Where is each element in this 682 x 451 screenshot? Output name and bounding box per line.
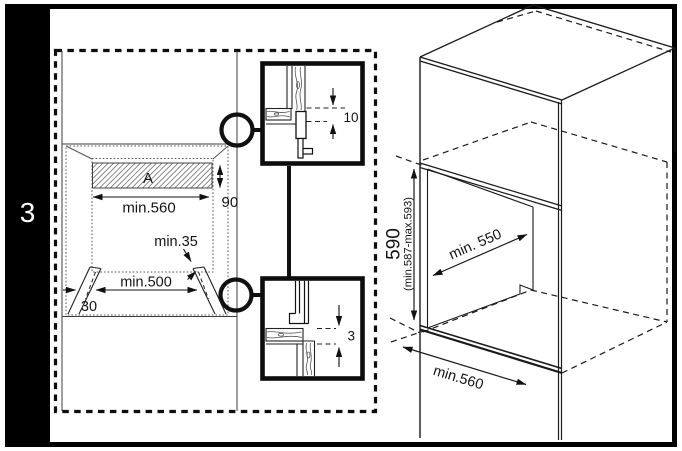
detail-callouts: 10 3 [218, 61, 365, 381]
plinth-dim-label: 30 [81, 299, 97, 315]
rear-clearance-dim-label: min.35 [154, 234, 198, 250]
insert-label: A [143, 170, 153, 187]
front-view-panel: A min.560 90 min.35 min.500 30 [53, 48, 378, 414]
cabinet-isometric-view [389, 4, 676, 440]
height-range-dim-label: (min.587-max.593) [403, 197, 415, 291]
detail-box-bottom: 3 [260, 276, 365, 381]
cabinet-dimension-labels: 590 (min.587-max.593) min. 550 min.560 [384, 197, 505, 394]
step-number: 3 [19, 197, 36, 228]
bottom-gap-dim-label: 3 [348, 329, 356, 344]
cabinet-width-dim-label: min.560 [431, 363, 485, 393]
width-dim-label: min.560 [122, 200, 175, 217]
detail-circle-bottom [218, 277, 254, 313]
height-dim-label: 590 [384, 228, 405, 260]
dashed-enclosure-border [53, 48, 378, 414]
step-number-panel [5, 4, 50, 447]
insert-height-dim-label: 90 [222, 194, 239, 211]
insert-hatched-area [92, 162, 213, 189]
top-gap-dim-label: 10 [344, 110, 359, 125]
detail-circle-top [219, 112, 255, 148]
base-width-dim-label: min.500 [120, 275, 172, 291]
detail-box-top: 10 [260, 61, 365, 166]
depth-dim-label: min. 550 [447, 226, 504, 263]
